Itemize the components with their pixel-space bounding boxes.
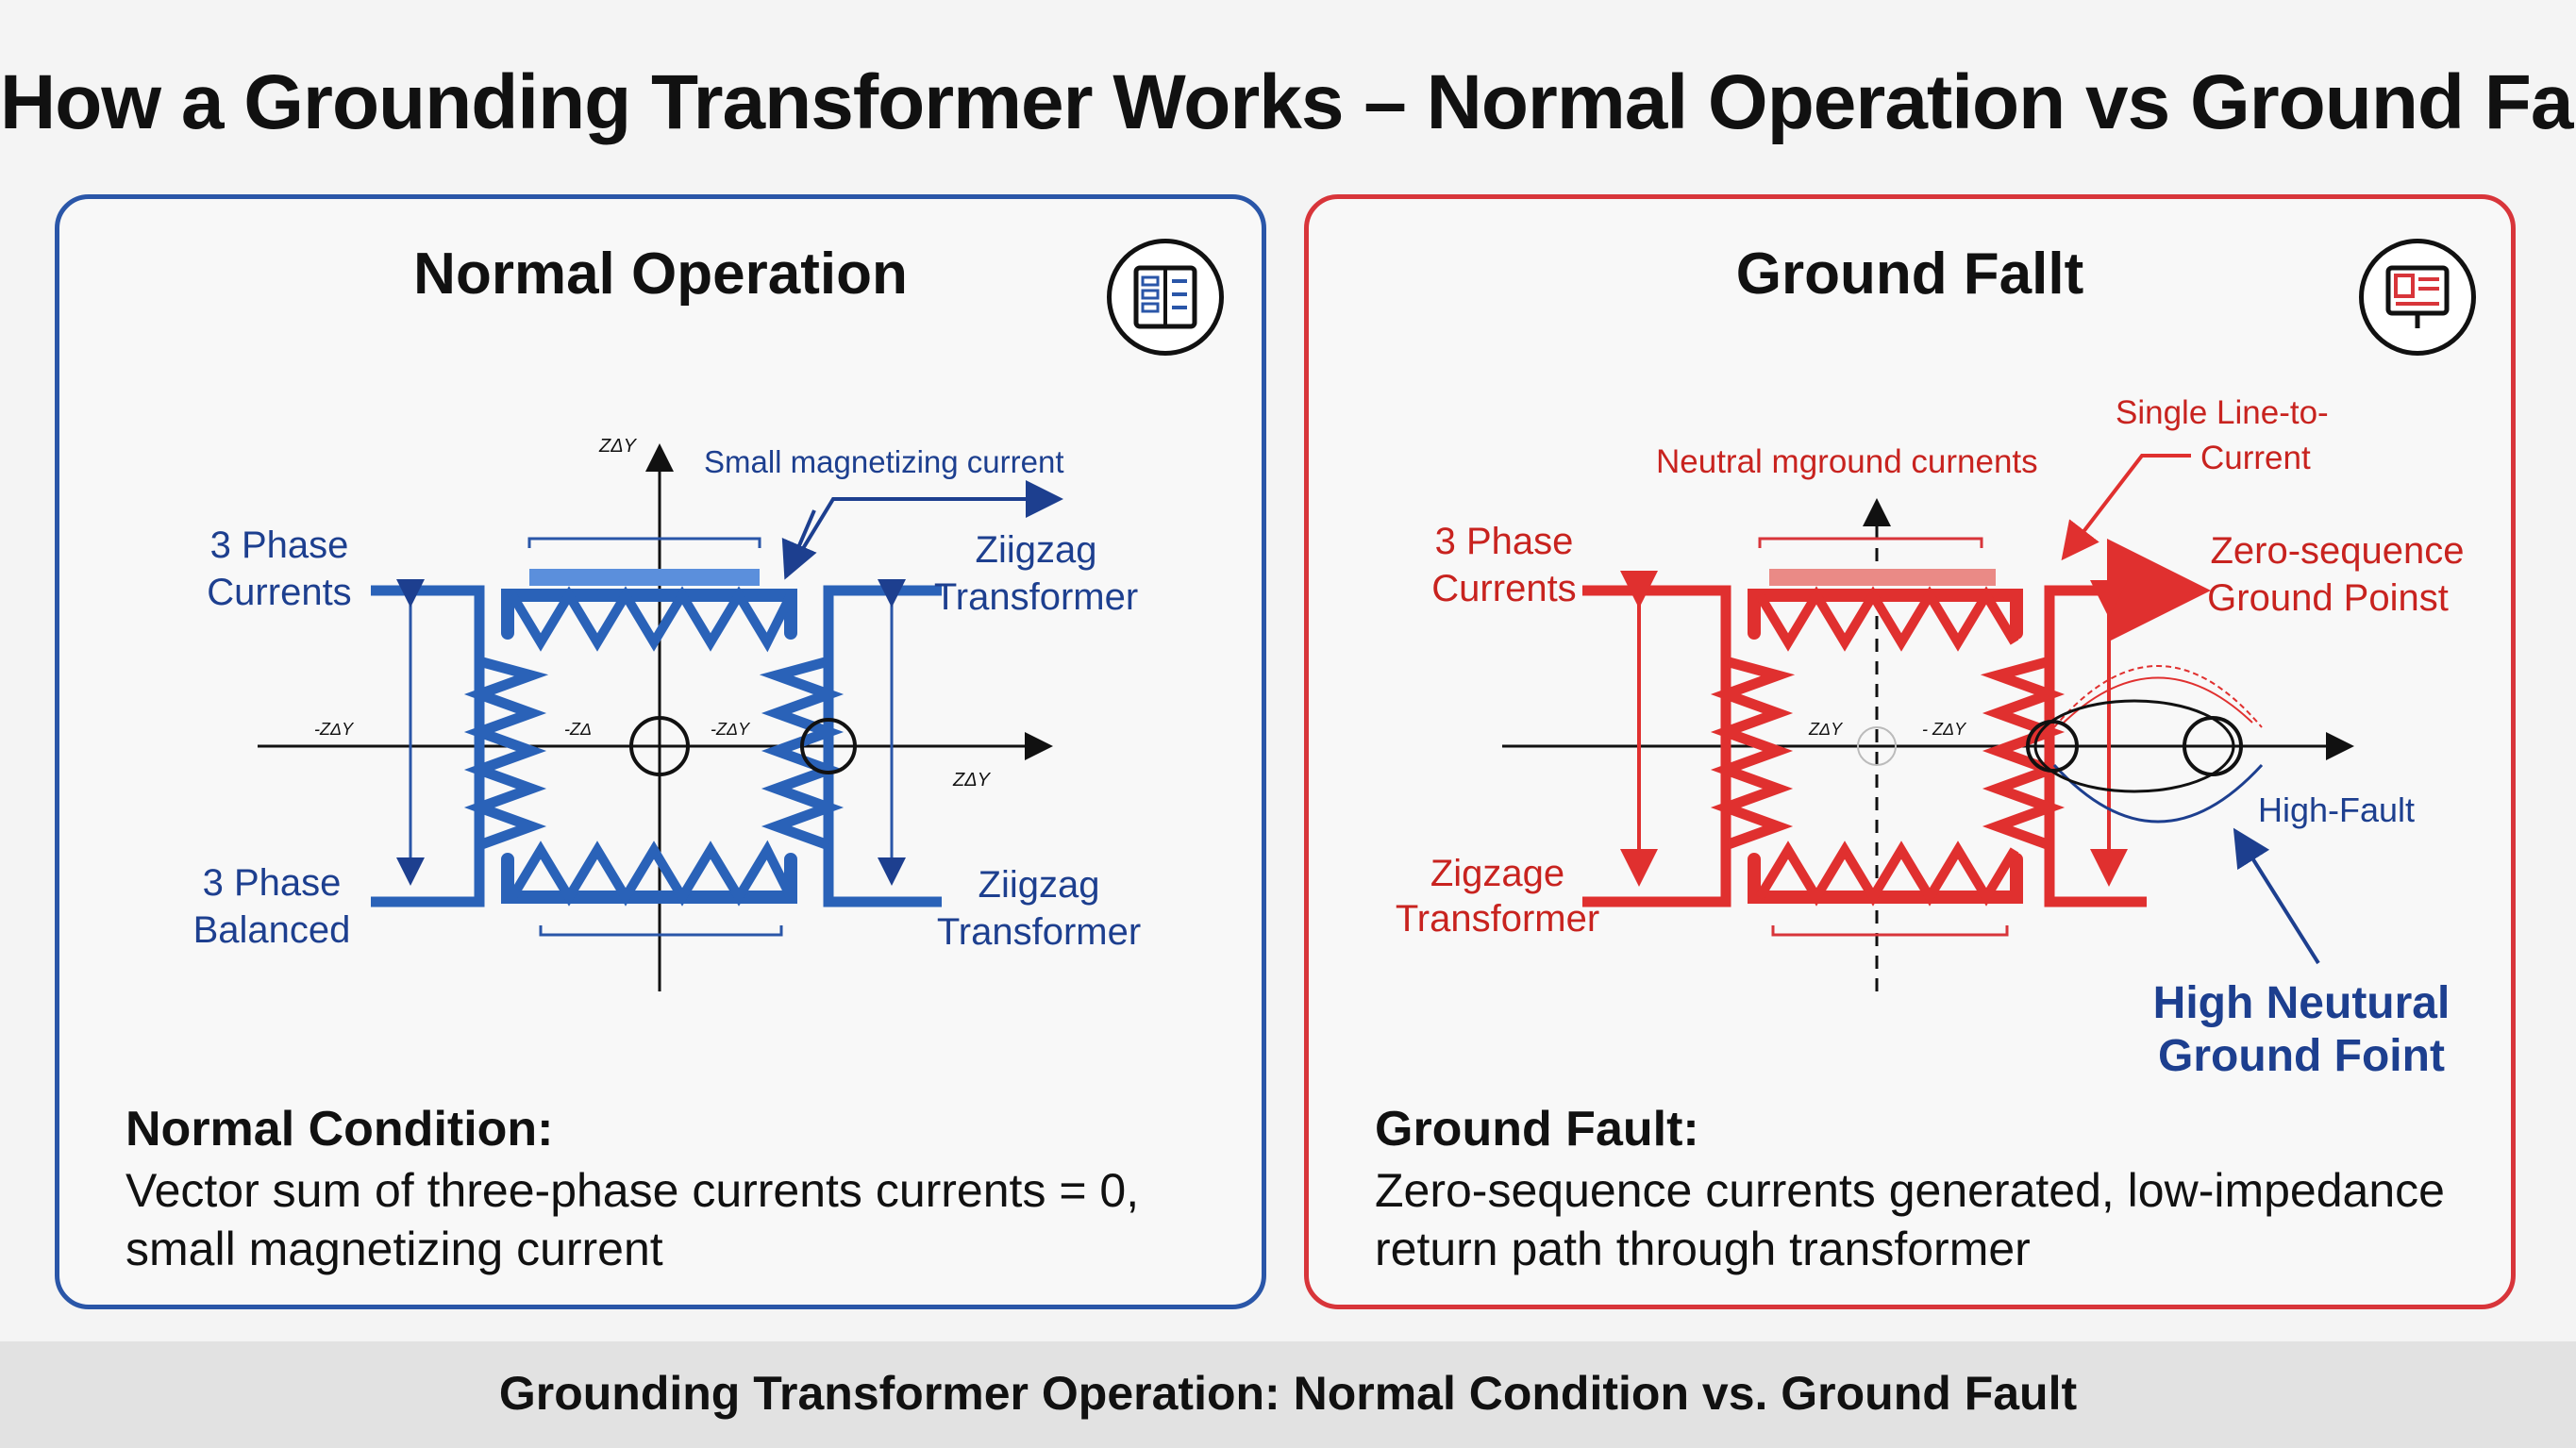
fault-condition-text: Zero-sequence currents generated, low-im… (1375, 1164, 2445, 1275)
top-core-bar (529, 569, 760, 586)
right-top-label-1: Ziigzag (976, 529, 1097, 571)
normal-operation-panel: Normal Operation (55, 194, 1266, 1309)
fault-left-bottom-label-2: Transformer (1396, 898, 1599, 940)
zero-sequence-label-1: Zero-sequence (2210, 530, 2464, 572)
neutral-current-label: Neutral mground curnents (1656, 443, 2038, 480)
normal-zigzag-diagram: Small magnetizing current ZΔY ZΔY -ZΔY -… (193, 436, 1141, 991)
axis-inner-right-label: -ZΔY (711, 720, 751, 739)
bottom-coil (501, 853, 797, 904)
fault-bottom-coil (1748, 853, 2023, 904)
fault-condition-heading: Ground Fault: (1375, 1102, 1699, 1157)
fault-right-coil (1980, 656, 2066, 851)
normal-condition-heading: Normal Condition: (125, 1102, 554, 1157)
normal-condition-text: Vector sum of three-phase currents curre… (125, 1164, 1140, 1275)
main-title: How a Grounding Transformer Works – Norm… (0, 59, 2576, 145)
document-list-icon (1107, 239, 1224, 356)
high-neutral-label-1: High Neutural (2153, 978, 2451, 1028)
ground-fault-panel: Ground Fallt (1304, 194, 2516, 1309)
fault-left-coil (1710, 656, 1796, 851)
left-coil (463, 656, 549, 851)
fault-zigzag-diagram: Neutral mground curnents Single Line-to-… (1396, 394, 2465, 1081)
high-neutral-label-2: Ground Foint (2158, 1031, 2445, 1081)
right-top-label-2: Transformer (934, 576, 1138, 618)
footer-bar: Grounding Transformer Operation: Normal … (0, 1341, 2576, 1448)
right-coil (759, 656, 845, 851)
left-top-label-2: Currents (207, 572, 351, 613)
single-line-label-1: Single Line-to- (2116, 394, 2329, 431)
axis-right-label: ZΔY (952, 770, 992, 791)
center-node (629, 716, 690, 776)
fault-axis-inner-right-label: - ZΔY (1922, 720, 1967, 739)
alert-document-icon (2359, 239, 2476, 356)
fault-top-core-bar (1769, 569, 1996, 586)
fault-top-coil (1748, 589, 2023, 640)
axis-left-label: -ZΔY (314, 720, 355, 739)
fault-panel-title: Ground Fallt (1735, 241, 2084, 307)
single-line-label-2: Current (2200, 440, 2311, 476)
left-bracket (371, 585, 485, 907)
fault-right-node (2026, 720, 2079, 773)
fault-axis-inner-left-label: ZΔY (1808, 720, 1844, 739)
footer-caption: Grounding Transformer Operation: Normal … (498, 1367, 2078, 1420)
fault-left-top-label-2: Currents (1431, 568, 1576, 609)
left-top-label-1: 3 Phase (210, 524, 349, 566)
left-bottom-label-1: 3 Phase (203, 862, 342, 904)
fault-left-bottom-label-1: Zigzage (1430, 853, 1564, 894)
right-node (800, 718, 857, 774)
magnetizing-label: Small magnetizing current (704, 444, 1064, 479)
fault-center-node (1857, 726, 1897, 766)
left-bottom-label-2: Balanced (193, 909, 351, 951)
high-fault-label: High-Fault (2258, 791, 2415, 829)
normal-panel-title: Normal Operation (413, 241, 908, 307)
right-bottom-label-1: Ziigzag (979, 864, 1100, 906)
fault-ground-node (2183, 716, 2243, 776)
right-bottom-label-2: Transformer (937, 911, 1141, 953)
fault-left-top-label-1: 3 Phase (1435, 521, 1574, 562)
axis-top-label: ZΔY (598, 436, 638, 457)
top-coil (501, 589, 797, 640)
zero-sequence-label-2: Ground Poinst (2207, 577, 2449, 619)
axis-inner-left-label: -ZΔ (564, 720, 592, 739)
